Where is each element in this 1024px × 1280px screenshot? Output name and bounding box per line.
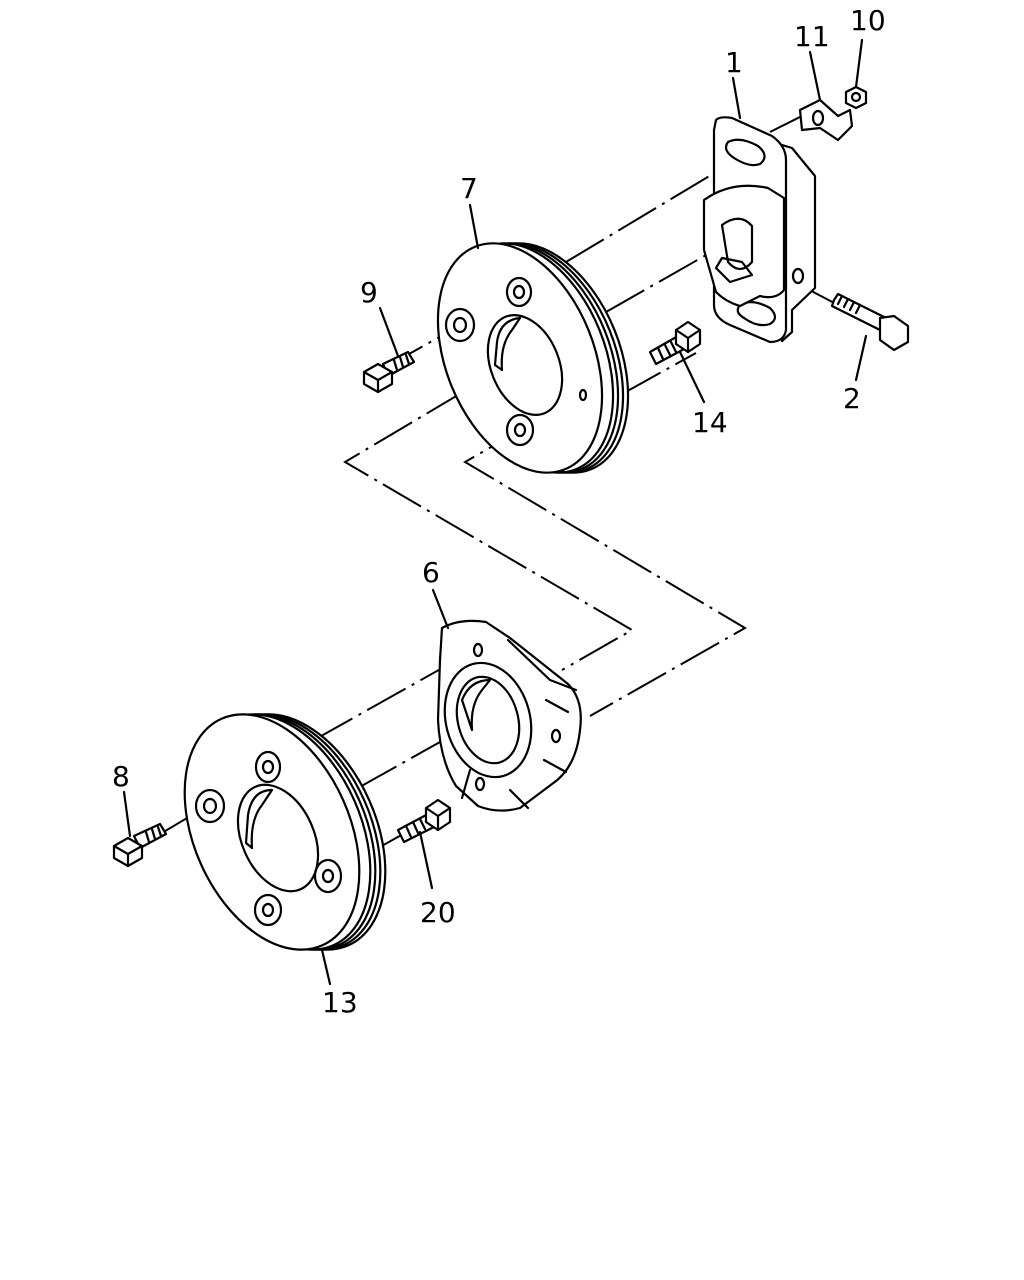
callout-8: 8 [112,760,130,793]
coupling-disc-part-7 [436,242,630,474]
flange-part-6 [436,619,582,812]
coupling-disc-part-13 [183,713,387,951]
callout-1: 1 [725,46,743,79]
callout-11: 11 [794,20,830,53]
callout-7: 7 [460,172,478,205]
callout-14: 14 [692,406,728,439]
bolt-part-2 [830,292,910,352]
bolt-part-14 [648,320,702,366]
callout-2: 2 [843,382,861,415]
clip-part-11 [798,98,854,142]
bracket-part-1 [702,116,817,344]
nut-part-10 [844,85,868,110]
callout-20: 20 [420,896,456,929]
callout-13: 13 [322,986,358,1019]
callout-10: 10 [850,4,886,37]
bolt-part-8 [112,822,168,868]
callout-6: 6 [422,556,440,589]
callout-9: 9 [360,276,378,309]
bolt-part-9 [362,350,416,394]
leader-lines [122,38,868,986]
bolt-part-20 [396,798,452,844]
callout-labels: 1 11 10 7 9 2 14 6 8 20 13 [112,4,886,1019]
